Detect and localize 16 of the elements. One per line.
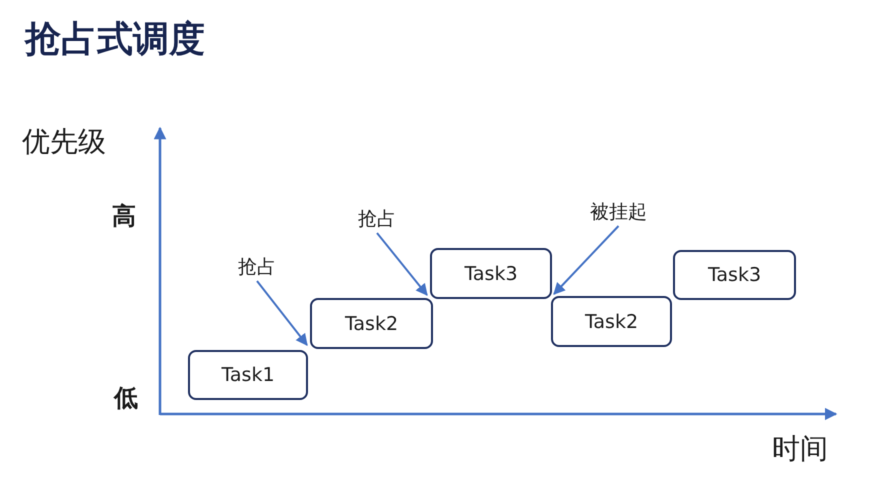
arrow: [553, 225, 620, 295]
title: 抢占式调度: [25, 22, 205, 58]
arrow-label: 被挂起: [590, 203, 647, 222]
axis-tick-label: 低: [114, 386, 138, 410]
task-box: Task1: [188, 350, 308, 400]
arrow-label: 抢占: [358, 210, 396, 229]
arrow-label: 抢占: [238, 258, 276, 277]
task-box: Task3: [673, 250, 796, 300]
task-box: Task3: [430, 248, 552, 299]
axis-label: 时间: [772, 435, 828, 463]
axis-tick-label: 高: [112, 204, 136, 228]
task-box: Task2: [310, 298, 433, 349]
axis-label: 优先级: [22, 128, 106, 156]
arrow: [256, 280, 308, 346]
arrow: [376, 232, 428, 296]
task-box: Task2: [551, 296, 672, 347]
